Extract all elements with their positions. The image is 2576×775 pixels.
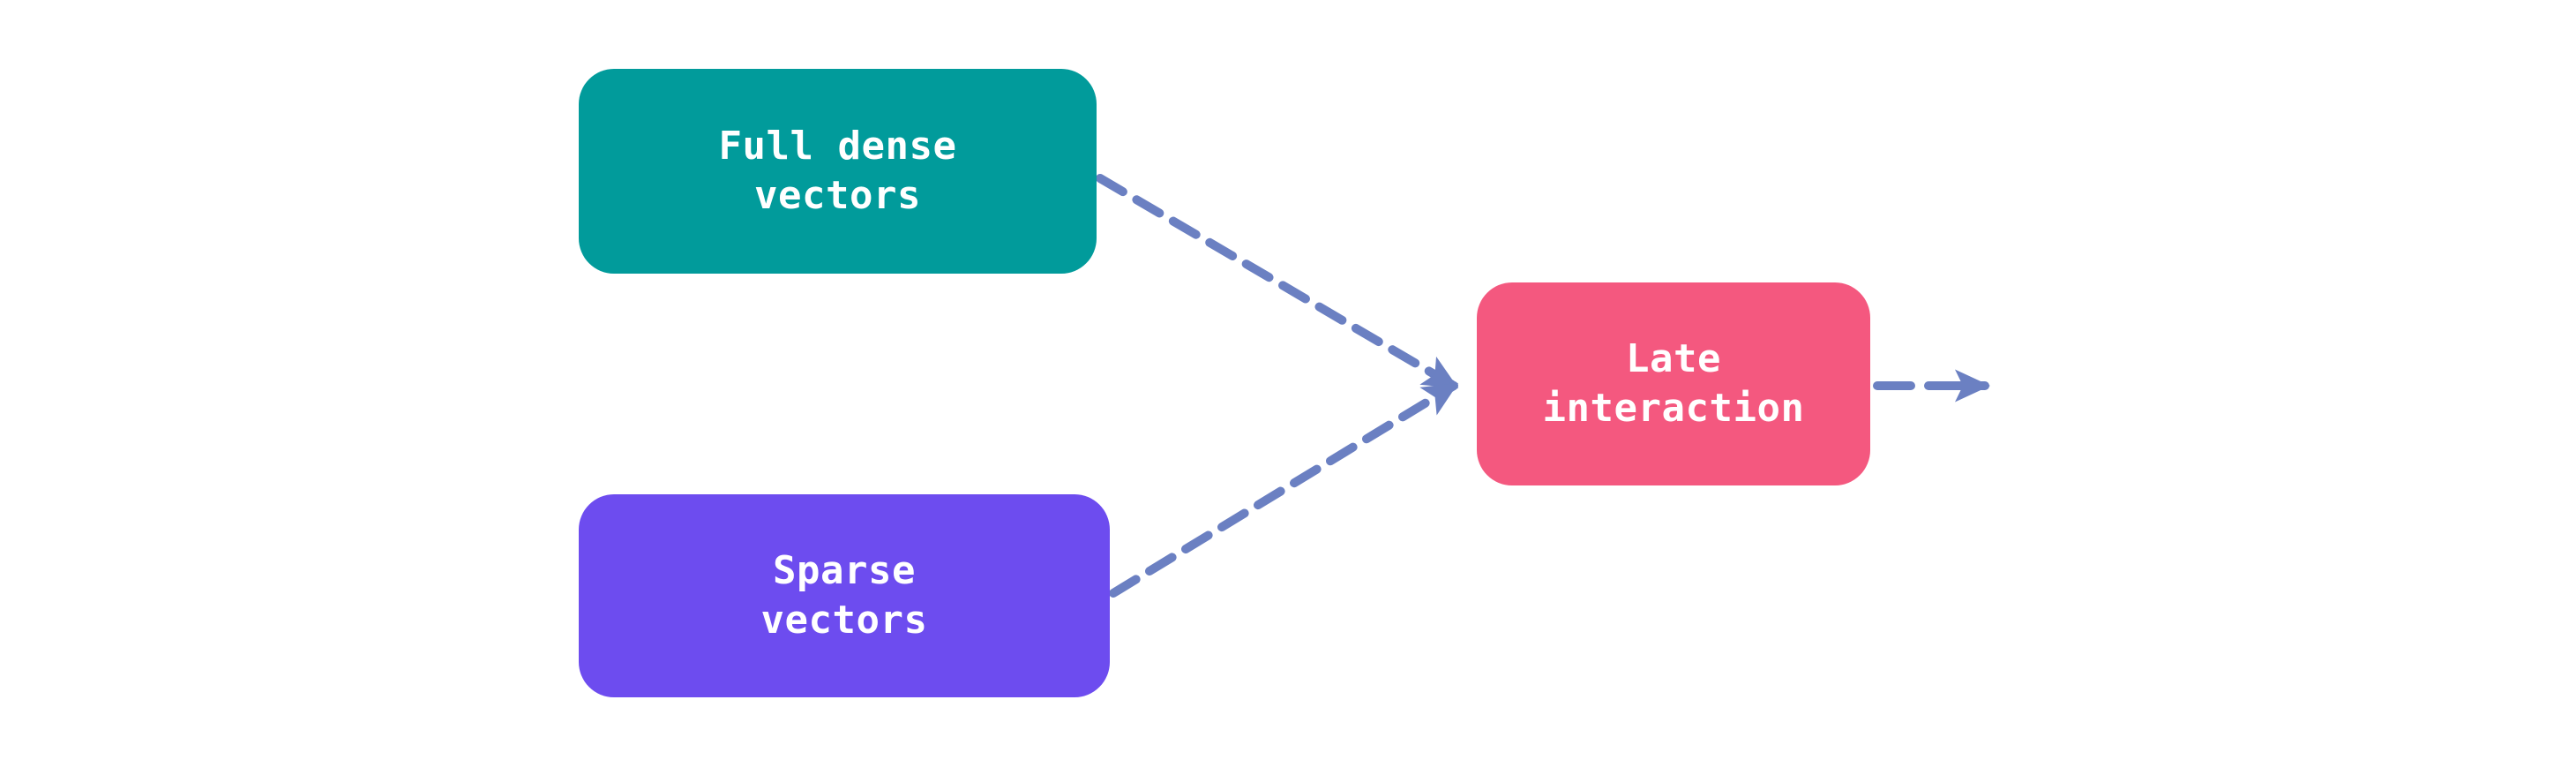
node-full-dense-vectors-label: Full dense vectors [718,123,957,218]
node-late-interaction[interactable]: Late interaction [1477,282,1870,485]
node-sparse-vectors[interactable]: Sparse vectors [579,494,1110,697]
edge-sparse-to-late [1109,381,1459,598]
node-late-interaction-label: Late interaction [1542,335,1805,431]
edge-dense-to-late [1096,174,1459,390]
node-full-dense-vectors[interactable]: Full dense vectors [579,69,1097,274]
node-sparse-vectors-label: Sparse vectors [760,547,928,643]
